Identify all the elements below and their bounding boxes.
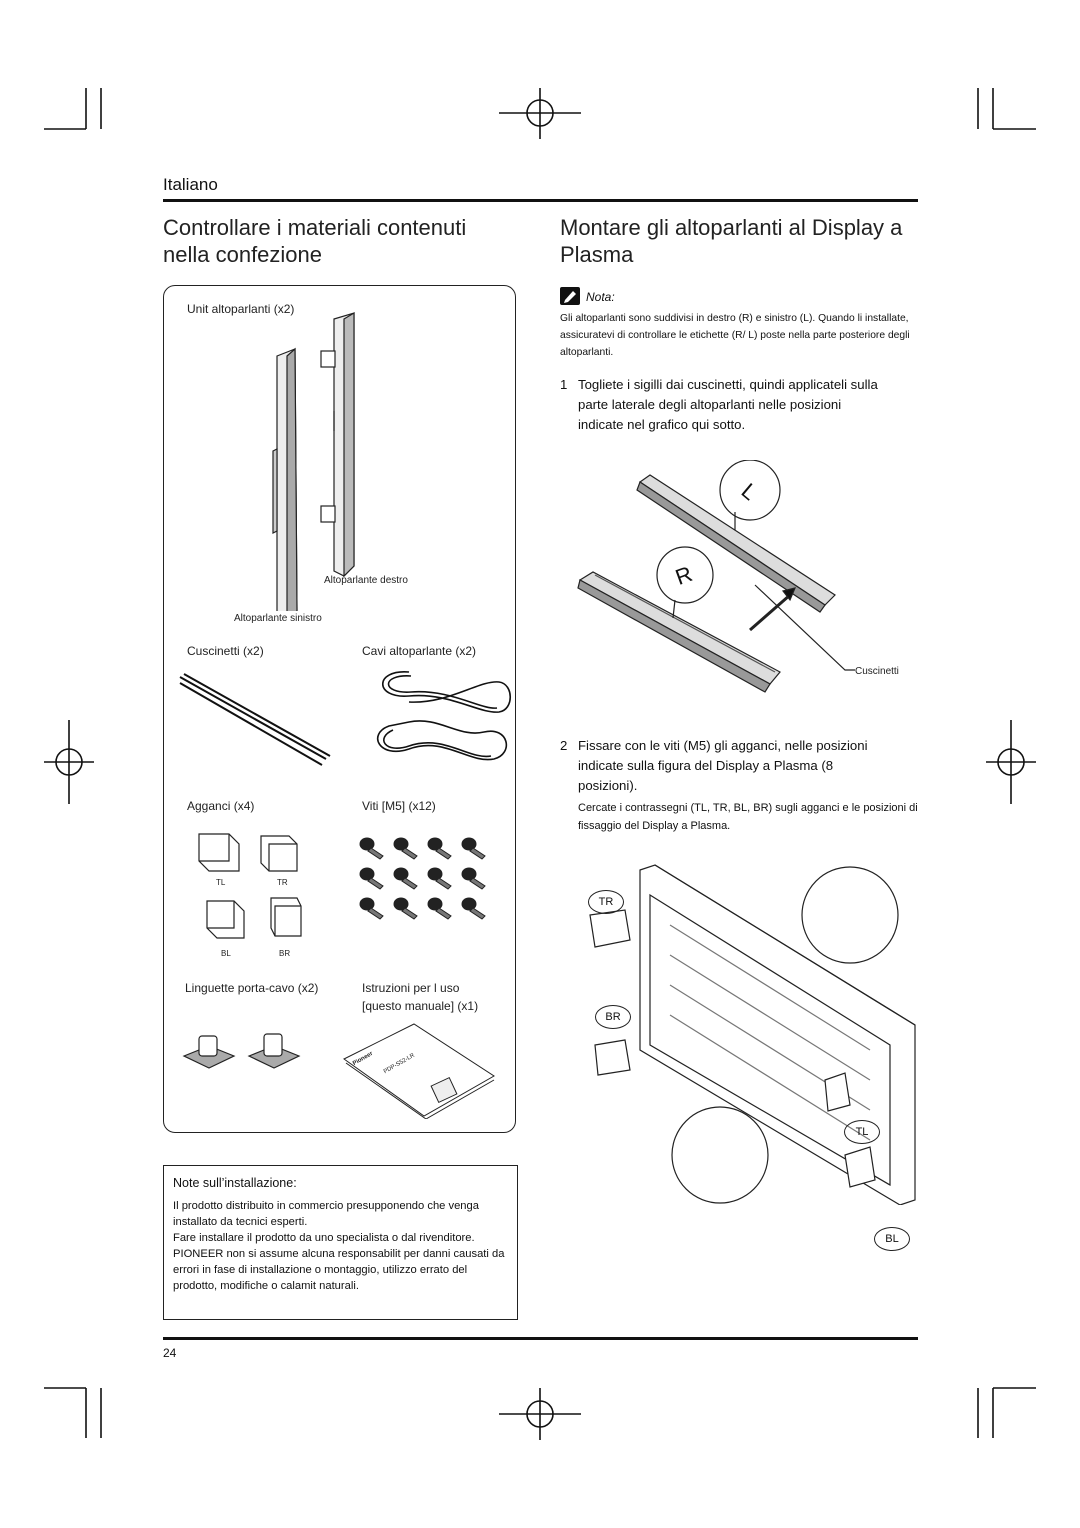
bracket-tag-br: BR: [279, 949, 291, 958]
registration-mark-top: [499, 88, 581, 139]
registration-mark-bottom: [499, 1388, 581, 1440]
step-1-text: Togliete i sigilli dai cuscinetti, quind…: [578, 377, 878, 432]
speaker-units-illustration: [272, 311, 355, 611]
screws-illustration: [359, 837, 486, 920]
speaker-cables-illustration: [377, 671, 512, 761]
installation-notes-body: Il prodotto distribuito in commercio pre…: [173, 1198, 511, 1294]
language-label: Italiano: [163, 175, 218, 194]
manual-illustration: [343, 1023, 495, 1119]
installation-note-3: PIONEER non si assume alcuna responsabil…: [173, 1248, 505, 1292]
step-2: 2 Fissare con le viti (M5) gli agganci, …: [560, 736, 895, 796]
tag-tl: TL: [844, 1120, 880, 1144]
note-text: Gli altoparlanti sono suddivisi in destr…: [560, 313, 910, 358]
speaker-units-label: Unit altoparlanti (x2): [187, 302, 295, 316]
bracket-tag-bl: BL: [221, 949, 231, 958]
cushions-label: Cuscinetti (x2): [187, 644, 264, 658]
installation-note-2: Fare installare il prodotto da uno speci…: [173, 1232, 475, 1244]
cable-tabs-label: Linguette porta-cavo (x2): [185, 981, 319, 995]
step-2-subtext: Cercate i contrassegni (TL, TR, BL, BR) …: [578, 802, 918, 832]
registration-mark-left: [44, 720, 94, 804]
tag-tr: TR: [588, 890, 624, 914]
package-contents-box: Unit altoparlanti (x2) Altoparlante dest…: [163, 285, 516, 1133]
right-heading: Montare gli altoparlanti al Display a Pl…: [560, 215, 903, 267]
left-speaker-label: Altoparlante sinistro: [234, 613, 322, 624]
footer-rule: [163, 1337, 918, 1340]
left-heading: Controllare i materiali contenuti nella …: [163, 215, 467, 267]
cushions-callout: Cuscinetti: [855, 666, 899, 677]
brackets-illustration: [198, 833, 302, 939]
tag-bl: BL: [874, 1227, 910, 1251]
step-1: 1 Togliete i sigilli dai cuscinetti, qui…: [560, 375, 885, 435]
screws-label: Viti [M5] (x12): [362, 799, 436, 813]
cushion-placement-illustration: [577, 460, 855, 693]
step-1-number: 1: [560, 377, 568, 392]
brackets-label: Agganci (x4): [187, 799, 255, 813]
right-speaker-label: Altoparlante destro: [324, 575, 408, 586]
bracket-tag-tr: TR: [277, 878, 288, 887]
step-2-text: Fissare con le viti (M5) gli agganci, ne…: [578, 738, 868, 793]
bracket-mounting-illustration: [589, 864, 916, 1205]
manual-label-line1: Istruzioni per l uso: [362, 981, 460, 995]
page-number: 24: [163, 1346, 177, 1360]
step-2-number: 2: [560, 738, 568, 753]
installation-notes-title: Note sull’installazione:: [173, 1176, 297, 1190]
cushions-illustration: [179, 673, 331, 766]
bracket-tag-tl: TL: [216, 878, 226, 887]
note-pencil-icon: [560, 287, 580, 305]
speaker-cables-label: Cavi altoparlante (x2): [362, 644, 477, 658]
header-rule: [163, 199, 918, 202]
manual-label-line2: [questo manuale] (x1): [362, 999, 479, 1013]
cable-tabs-illustration: [182, 1033, 301, 1069]
installation-notes-box: Note sull’installazione: Il prodotto dis…: [163, 1165, 518, 1320]
registration-mark-right: [986, 720, 1036, 804]
installation-note-1: Il prodotto distribuito in commercio pre…: [173, 1200, 479, 1228]
note-label: Nota:: [586, 290, 615, 304]
tag-br: BR: [595, 1005, 631, 1029]
